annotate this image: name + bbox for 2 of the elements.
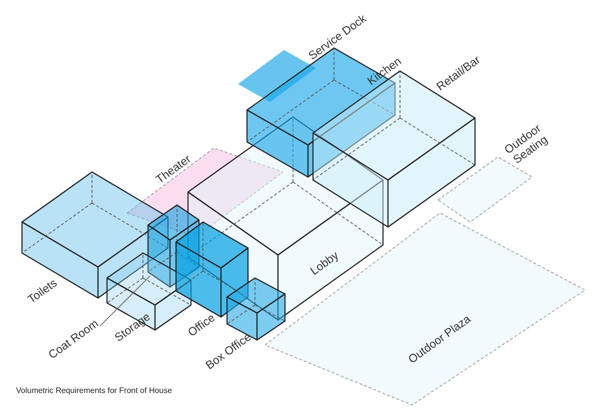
leader-line bbox=[100, 276, 150, 326]
caption: Volumetric Requirements for Front of House bbox=[16, 386, 172, 395]
